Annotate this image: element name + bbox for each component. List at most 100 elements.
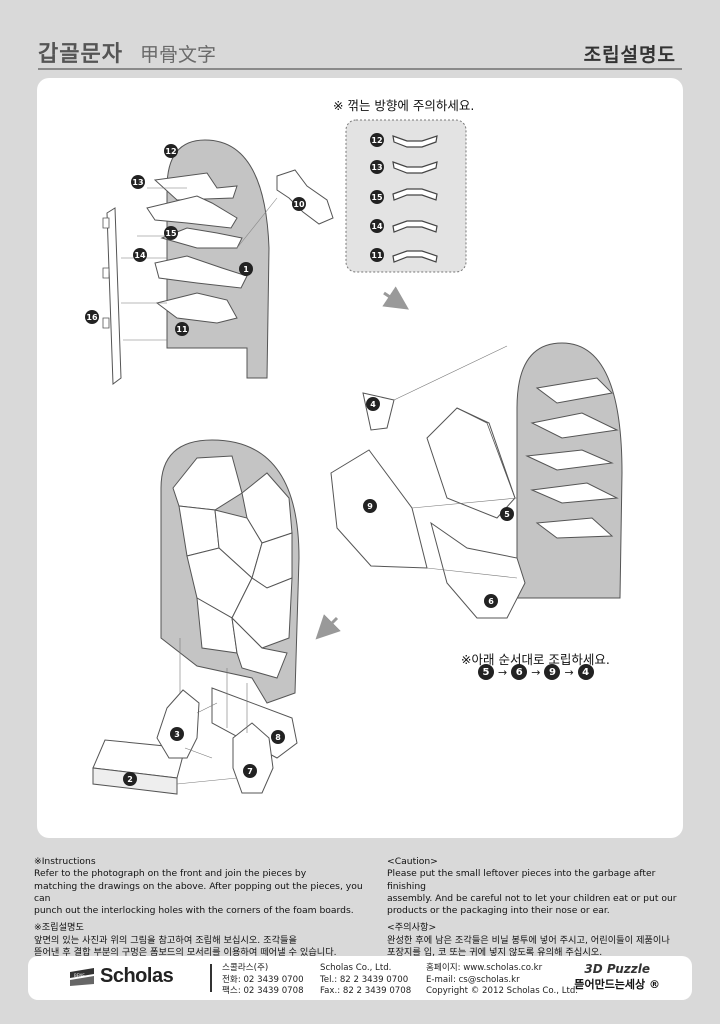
step2-piece-number-label: 6 (488, 597, 494, 606)
caution-line-ko: 포장지를 입, 코 또는 귀에 넣지 않도록 유의해 주십시오. (387, 947, 603, 959)
footer-web: 홈페이지: www.scholas.co.kr E-mail: cs@schol… (426, 963, 578, 998)
sequence-arrow: → (564, 665, 574, 679)
sequence-step-4: 4 (577, 664, 594, 680)
step1-piece-number-badge: 11 (175, 322, 189, 336)
copyright: Copyright © 2012 Scholas Co., Ltd. (426, 986, 579, 997)
sequence-arrow: → (531, 665, 541, 679)
instructions-line: matching the drawings on the above. Afte… (34, 880, 363, 904)
instructions-line-ko: 뜯어낸 후 결합 부분의 구멍은 폼보드의 모서리를 이용하여 떼어낼 수 있습… (34, 947, 337, 959)
assembly-sequence: 5 → 6 → 9 → 4 (478, 664, 594, 680)
step2-piece-number-label: 9 (367, 502, 373, 511)
fold-piece-number-badge: 11 (370, 248, 384, 262)
step3-piece-number-badge: 3 (170, 727, 184, 741)
sequence-step-3: 9 (544, 664, 561, 680)
step1-piece-number-badge: 16 (85, 310, 99, 324)
logo-text: Scholas (100, 965, 174, 987)
fax-en: Fax.: 82 2 3439 0708 (320, 986, 412, 997)
step2-piece-number-label: 4 (370, 400, 376, 409)
step1-fins (146, 172, 248, 324)
step1-piece-number-label: 15 (165, 229, 177, 238)
company-name-ko: 스콜라스(주) (222, 963, 269, 973)
caution-heading-en: <Caution> (387, 856, 438, 867)
piece-10 (236, 169, 334, 249)
scholas-logo: BENE Scholas (68, 965, 174, 988)
piece-7 (232, 722, 274, 794)
fold-piece-number-label: 12 (371, 136, 382, 145)
step2-base-board (516, 342, 623, 599)
footer-bar: BENE Scholas 스콜라스(주) 전화: 02 3439 0700 팩스… (28, 956, 692, 1000)
fold-piece-number-label: 13 (371, 163, 382, 172)
instructions-heading-en: ※Instructions (34, 856, 96, 867)
step3-piece-number-badge: 2 (123, 772, 137, 786)
fold-piece-number-badge: 14 (370, 219, 384, 233)
step1-piece-number-label: 14 (134, 251, 146, 260)
phone-en: Tel.: 82 2 3439 0700 (320, 974, 409, 985)
instructions-line-ko: 앞면의 있는 사진과 위의 그림을 참고하여 조립해 보십시오. 조각들을 (34, 934, 297, 946)
step1-piece-number-label: 13 (132, 178, 143, 187)
title-hanja: 甲骨文字 (140, 44, 217, 66)
sequence-step-1: 5 (478, 664, 494, 680)
step3-piece-number-label: 2 (127, 775, 133, 784)
piece-5 (426, 407, 516, 519)
assembly-order-note: ※아래 순서대로 조립하세요. (461, 652, 610, 667)
title-korean: 갑골문자 (38, 42, 123, 67)
fold-piece-number-label: 11 (371, 251, 383, 260)
step1-piece-number-badge: 12 (164, 144, 178, 158)
fax-ko: 팩스: 02 3439 0708 (222, 986, 304, 997)
page-header: 갑골문자 甲骨文字 조립설명도 (0, 0, 720, 70)
caution-heading-ko: <주의사항> (387, 922, 437, 934)
step3-piece-number-label: 3 (174, 730, 180, 739)
sequence-step-2: 6 (511, 664, 528, 680)
footer-contact-en: Scholas Co., Ltd. Tel.: 82 2 3439 0700 F… (320, 963, 411, 998)
step-arrow-1 (382, 286, 409, 310)
homepage-link[interactable]: 홈페이지: www.scholas.co.kr (426, 963, 543, 973)
caution-line-ko: 완성한 후에 남은 조각들은 비닐 봉투에 넣어 주시고, 어린이들이 제품이나 (387, 934, 670, 946)
step2-piece-number-badge: 9 (363, 499, 377, 513)
brand-bottom: 뜯어만드는세상 ® (574, 978, 660, 991)
sequence-arrow: → (498, 665, 508, 679)
instructions-line: Refer to the photograph on the front and… (34, 868, 307, 880)
fold-direction-note: ※ 꺾는 방향에 주의하세요. (333, 98, 475, 113)
3d-puzzle-brand: 3D Puzzle 뜯어만드는세상 ® (574, 962, 660, 992)
step3-piece-number-badge: 8 (271, 730, 285, 744)
step-arrow-2 (315, 614, 341, 640)
fold-piece-number-label: 15 (371, 193, 383, 202)
step1-piece-number-label: 12 (165, 147, 176, 156)
instructions-block: ※Instructions Refer to the photograph on… (34, 856, 364, 959)
step3-leader-lines (176, 638, 248, 785)
fold-piece-number-badge: 15 (370, 190, 384, 204)
fold-piece-number-badge: 13 (370, 160, 384, 174)
step2-piece-number-label: 5 (504, 510, 510, 519)
email-link[interactable]: E-mail: cs@scholas.kr (426, 974, 520, 985)
caution-line: products or the packaging into their nos… (387, 905, 610, 917)
step1-piece-number-badge: 14 (133, 248, 147, 262)
step1-piece-number-label: 1 (243, 265, 249, 274)
instructions-heading-ko: ※조립설명도 (34, 922, 84, 934)
phone-ko: 전화: 02 3439 0700 (222, 974, 304, 985)
footer-contact-ko: 스콜라스(주) 전화: 02 3439 0700 팩스: 02 3439 070… (222, 963, 304, 998)
step3-piece-number-label: 8 (275, 733, 281, 742)
step1-piece-number-label: 11 (176, 325, 188, 334)
scholas-logo-icon: BENE (68, 966, 96, 988)
footer-divider (210, 964, 212, 992)
piece-number-badges: 12 13 15 14 11 12 13 10 15 14 1 16 11 4 9 5 6 3 8 2 7 (85, 133, 514, 786)
step3-mosaic-board (160, 439, 300, 704)
step3-piece-number-badge: 7 (243, 764, 257, 778)
step2-leader-lines (393, 345, 518, 579)
piece-6 (430, 521, 526, 619)
piece-16-spine (102, 207, 122, 385)
step1-piece-number-badge: 13 (131, 175, 145, 189)
fold-direction-guide (345, 119, 467, 273)
step1-piece-number-badge: 15 (164, 226, 178, 240)
step2-piece-number-badge: 6 (484, 594, 498, 608)
step1-piece-number-label: 10 (293, 200, 305, 209)
step1-piece-number-badge: 10 (292, 197, 306, 211)
caution-line: Please put the small leftover pieces int… (387, 868, 656, 892)
step2-piece-number-badge: 5 (500, 507, 514, 521)
caution-line: assembly. And be careful not to let your… (387, 892, 677, 904)
fold-piece-number-badge: 12 (370, 133, 384, 147)
step1-piece-number-label: 16 (86, 313, 98, 322)
step1-piece-number-badge: 1 (239, 262, 253, 276)
company-name-en: Scholas Co., Ltd. (320, 963, 392, 973)
